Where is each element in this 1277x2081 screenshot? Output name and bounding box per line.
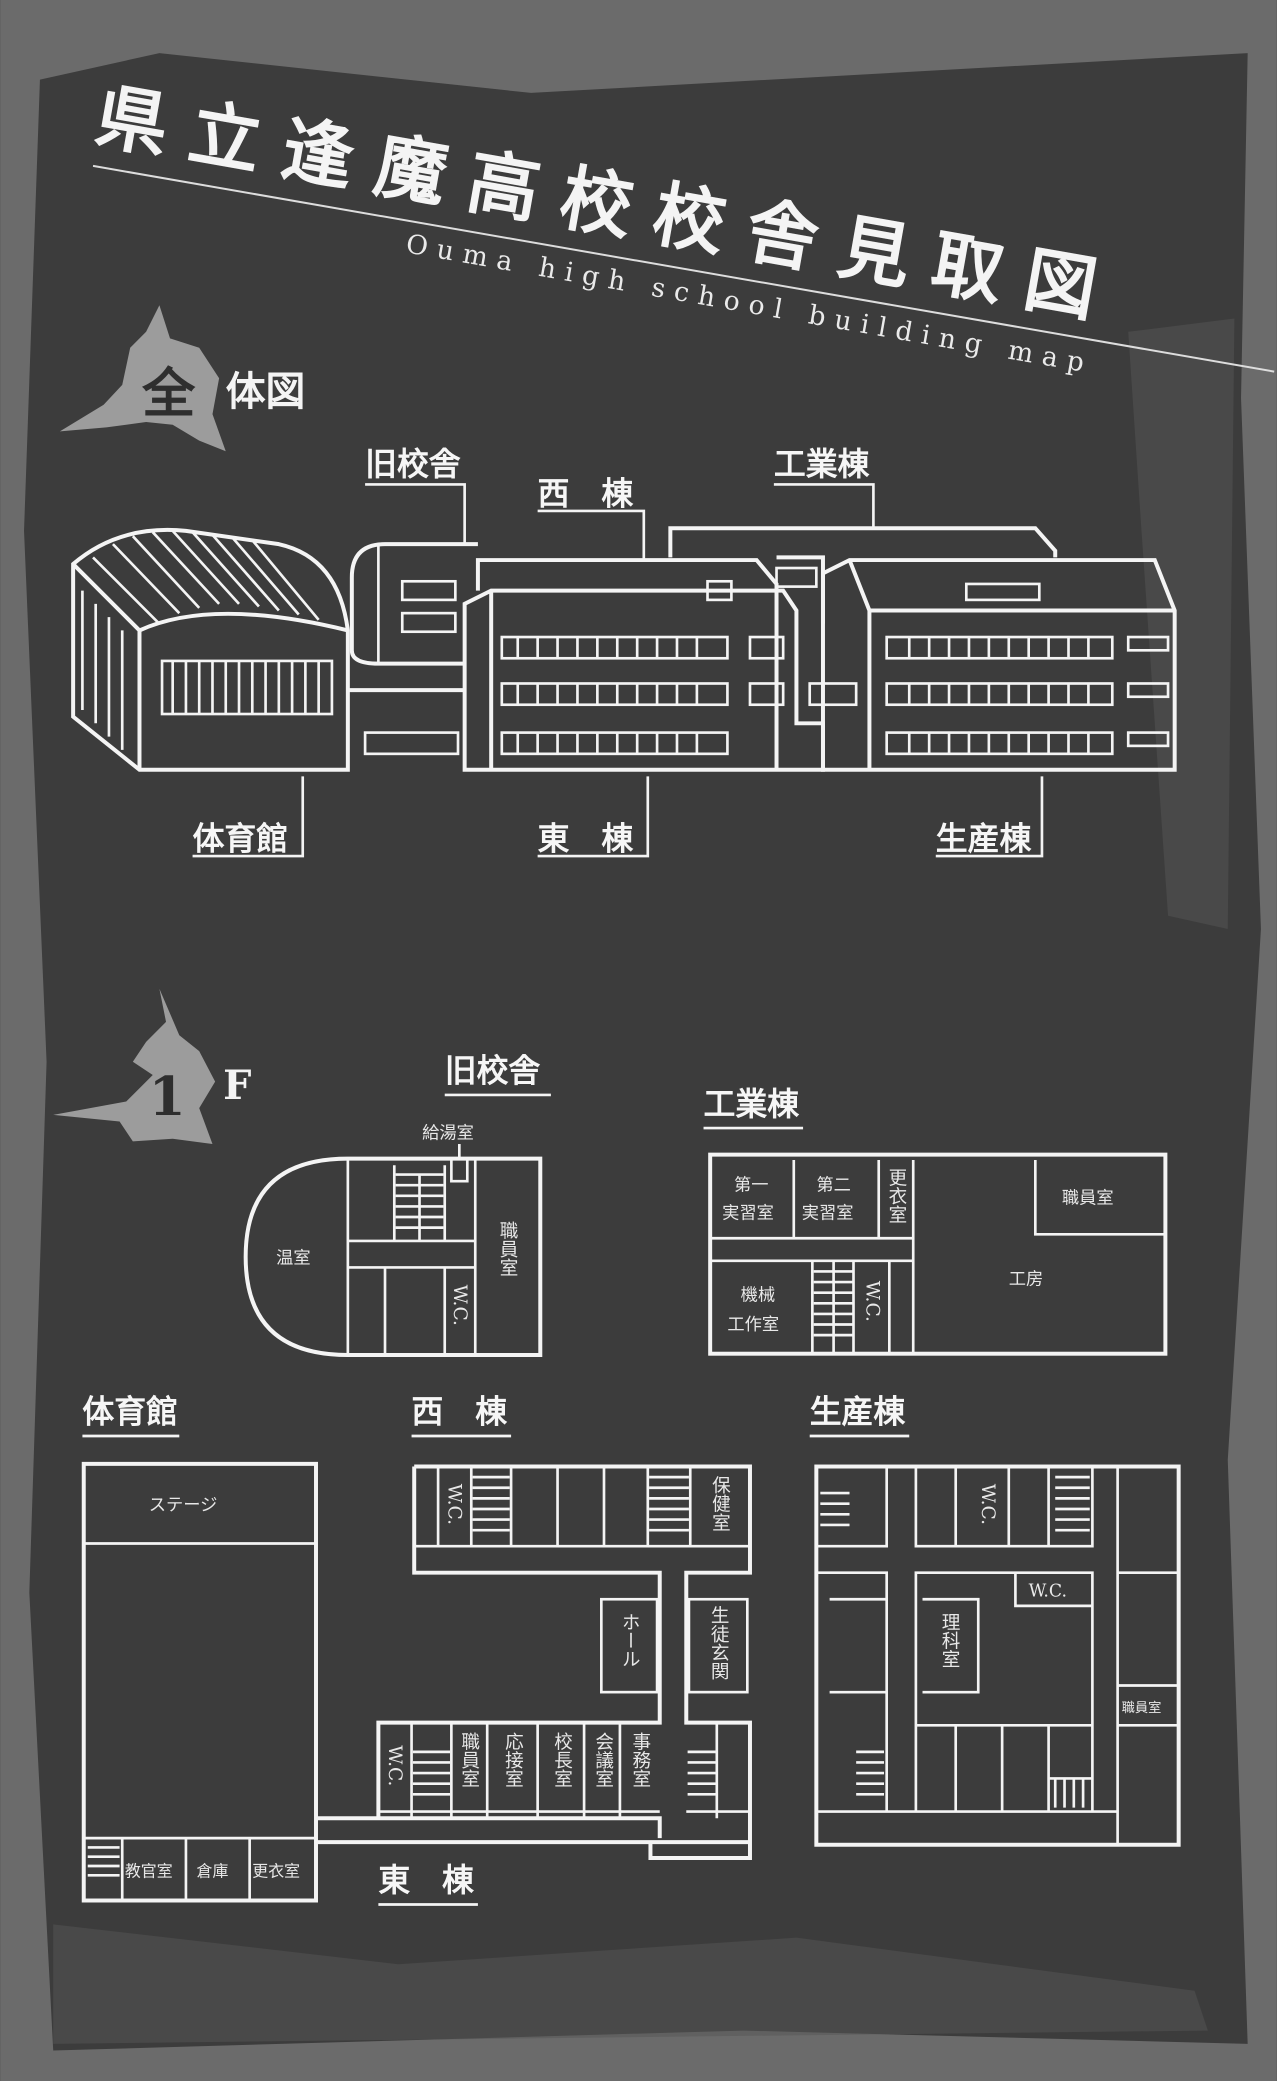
room-greenhouse: 温室 bbox=[276, 1248, 311, 1268]
east-wing-building bbox=[347, 588, 858, 772]
title-rule bbox=[92, 164, 1275, 373]
room-staff-east: 職員室 bbox=[458, 1732, 479, 1788]
plan-label-gym: 体育館 bbox=[82, 1393, 178, 1431]
old-building bbox=[349, 542, 478, 666]
room-lab1-line2: 実習室 bbox=[722, 1203, 774, 1223]
plan-label-west-wing: 西 棟 bbox=[412, 1393, 508, 1431]
room-wc-production-2: W.C. bbox=[1029, 1582, 1067, 1602]
label-gym: 体育館 bbox=[193, 819, 289, 857]
floor1-heading: 1 F bbox=[53, 988, 251, 1145]
plan-label-industrial-wing: 工業棟 bbox=[704, 1085, 800, 1123]
room-staff-industrial: 職員室 bbox=[1062, 1189, 1114, 1209]
label-west-wing: 西 棟 bbox=[538, 474, 634, 512]
room-principal: 校長室 bbox=[551, 1732, 572, 1788]
plan-label-production-wing: 生産棟 bbox=[810, 1393, 906, 1431]
plan-production-wing bbox=[814, 1464, 1181, 1847]
gym-building bbox=[71, 527, 350, 772]
room-instructor: 教官室 bbox=[125, 1862, 173, 1881]
label-east-wing: 東 棟 bbox=[538, 819, 634, 857]
plan-gym bbox=[81, 1461, 318, 1903]
room-science: 理科室 bbox=[939, 1613, 960, 1669]
room-lab2-line2: 実習室 bbox=[802, 1203, 854, 1223]
plan-label-old-building: 旧校舎 bbox=[445, 1052, 541, 1090]
west-wing-building bbox=[475, 558, 779, 770]
room-wc-production-1: W.C. bbox=[977, 1484, 998, 1525]
room-staff-old: 職員室 bbox=[497, 1221, 518, 1277]
room-lab1-line1: 第一 bbox=[734, 1175, 769, 1195]
room-student-entrance: 生徒玄関 bbox=[708, 1606, 729, 1680]
overview-title: 体図 bbox=[226, 369, 306, 415]
room-kitchenette: 給湯室 bbox=[422, 1124, 474, 1144]
overview-badge: 全 bbox=[141, 361, 196, 424]
ink-splat-icon bbox=[53, 988, 216, 1145]
room-locker-industrial: 更衣室 bbox=[885, 1168, 906, 1224]
room-staff-production: 職員室 bbox=[1122, 1699, 1162, 1716]
plan-old-building bbox=[243, 1144, 543, 1358]
plan-west-east-wing bbox=[315, 1464, 752, 1861]
label-old-building: 旧校舎 bbox=[365, 445, 461, 483]
room-locker-gym: 更衣室 bbox=[252, 1862, 300, 1881]
label-industrial-wing: 工業棟 bbox=[774, 445, 870, 483]
room-stage: ステージ bbox=[149, 1495, 218, 1515]
plan-label-east-wing: 東 棟 bbox=[378, 1861, 474, 1899]
room-workshop: 工房 bbox=[1009, 1270, 1044, 1290]
ink-splat-icon bbox=[59, 305, 226, 452]
floor1-badge: 1 bbox=[149, 1065, 186, 1128]
room-infirmary: 保健室 bbox=[709, 1476, 730, 1532]
room-wc-industrial: W.C. bbox=[862, 1281, 883, 1322]
room-reception: 応接室 bbox=[502, 1732, 523, 1788]
room-office: 事務室 bbox=[629, 1732, 650, 1788]
room-machine-line2: 工作室 bbox=[727, 1315, 779, 1335]
room-wc-old: W.C. bbox=[449, 1285, 470, 1326]
room-lab2-line1: 第二 bbox=[816, 1175, 851, 1195]
room-meeting: 会議室 bbox=[592, 1732, 613, 1788]
background-panel bbox=[24, 53, 1261, 2051]
room-machine-line1: 機械 bbox=[741, 1286, 776, 1306]
room-wc-west: W.C. bbox=[444, 1484, 465, 1525]
overview-heading: 全 体図 bbox=[59, 305, 306, 452]
room-hall: ホール bbox=[619, 1613, 640, 1669]
room-wc-east: W.C. bbox=[384, 1745, 405, 1786]
production-wing-building bbox=[820, 558, 1177, 772]
room-storage: 倉庫 bbox=[197, 1862, 229, 1881]
label-production-wing: 生産棟 bbox=[936, 819, 1032, 857]
plan-industrial-wing bbox=[708, 1152, 1168, 1356]
overview-drawing bbox=[71, 483, 1177, 858]
floor1-title: F bbox=[223, 1063, 251, 1109]
